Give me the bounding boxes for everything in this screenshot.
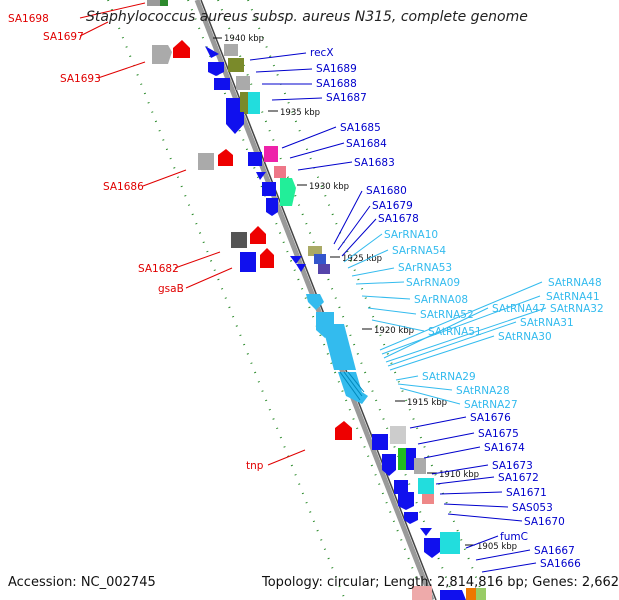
feature-sa1683[interactable] bbox=[256, 166, 286, 180]
feature-sa1688[interactable] bbox=[214, 76, 250, 90]
tick-1905: 1905 kbp bbox=[465, 542, 517, 552]
leader-lines-right-blue bbox=[249, 52, 537, 573]
label-satrna29[interactable]: SAtRNA29 bbox=[422, 371, 476, 383]
right-labels: recX SA1689 SA1688 SA1687 SA1685 SA1684 … bbox=[310, 47, 604, 570]
label-sarrna54[interactable]: SArRNA54 bbox=[392, 245, 446, 257]
label-gsab[interactable]: gsaB bbox=[158, 283, 184, 295]
feature-sa1683b[interactable] bbox=[262, 178, 296, 206]
label-fumc[interactable]: fumC bbox=[500, 531, 528, 543]
leader-lines-right-rna bbox=[343, 233, 547, 405]
feature-sa1682[interactable] bbox=[231, 226, 266, 248]
feature-fumc[interactable] bbox=[420, 528, 460, 558]
label-sa1697[interactable]: SA1697 bbox=[43, 31, 84, 43]
label-sa1684[interactable]: SA1684 bbox=[346, 138, 387, 150]
label-sa1687[interactable]: SA1687 bbox=[326, 92, 367, 104]
label-sa1679[interactable]: SA1679 bbox=[372, 200, 413, 212]
label-tnp[interactable]: tnp bbox=[246, 460, 264, 472]
label-satrna27[interactable]: SAtRNA27 bbox=[464, 399, 518, 411]
label-sa1670[interactable]: SA1670 bbox=[524, 516, 565, 528]
tick-label: 1925 kbp bbox=[342, 254, 382, 264]
feature-sa1676[interactable] bbox=[372, 426, 406, 450]
label-sa1678[interactable]: SA1678 bbox=[378, 213, 419, 225]
label-satrna28[interactable]: SAtRNA28 bbox=[456, 385, 510, 397]
label-satrna31[interactable]: SAtRNA31 bbox=[520, 317, 574, 329]
tick-label: 1915 kbp bbox=[407, 398, 447, 408]
tick-1915: 1915 kbp bbox=[395, 398, 447, 408]
feature-sa1687[interactable] bbox=[226, 92, 260, 114]
feature-sa1679-1678[interactable] bbox=[290, 246, 330, 274]
label-sa1686[interactable]: SA1686 bbox=[103, 181, 144, 193]
genome-map: 1940 kbp 1935 kbp 1930 kbp 1925 kbp 1920… bbox=[8, 0, 604, 600]
feature-sa1680[interactable] bbox=[266, 198, 278, 216]
feature-sa1698[interactable] bbox=[147, 0, 168, 6]
label-satrna47[interactable]: SAtRNA47 bbox=[492, 303, 546, 315]
map-title: Staphylococcus aureus subsp. aureus N315… bbox=[86, 9, 528, 25]
label-sa1685[interactable]: SA1685 bbox=[340, 122, 381, 134]
leader-lines-left bbox=[79, 2, 306, 466]
label-sa1666[interactable]: SA1666 bbox=[540, 558, 581, 570]
tick-1920: 1920 kbp bbox=[362, 326, 414, 336]
label-sa1688[interactable]: SA1688 bbox=[316, 78, 357, 90]
tick-label: 1935 kbp bbox=[280, 108, 320, 118]
feature-sa1693[interactable] bbox=[152, 40, 190, 64]
label-satrna32[interactable]: SAtRNA32 bbox=[550, 303, 604, 315]
tick-label: 1920 kbp bbox=[374, 326, 414, 336]
topology-text: Topology: circular; Length: 2,814,816 bp… bbox=[262, 575, 619, 590]
feature-sa1675-1673[interactable] bbox=[382, 448, 426, 476]
left-labels: SA1698 SA1697 SA1693 SA1686 SA1682 gsaB … bbox=[8, 13, 264, 472]
label-sa1693[interactable]: SA1693 bbox=[60, 73, 101, 85]
label-sa1673[interactable]: SA1673 bbox=[492, 460, 533, 472]
tick-1940: 1940 kbp bbox=[213, 34, 264, 44]
tick-label: 1940 kbp bbox=[224, 34, 264, 44]
tick-label: 1910 kbp bbox=[439, 470, 479, 480]
feature-gsab[interactable] bbox=[240, 248, 274, 272]
label-sa1672[interactable]: SA1672 bbox=[498, 472, 539, 484]
label-recx[interactable]: recX bbox=[310, 47, 334, 59]
label-sarrna10[interactable]: SArRNA10 bbox=[384, 229, 438, 241]
label-sa1676[interactable]: SA1676 bbox=[470, 412, 511, 424]
label-satrna30[interactable]: SAtRNA30 bbox=[498, 331, 552, 343]
tick-1935: 1935 kbp bbox=[268, 108, 320, 118]
feature-recx[interactable] bbox=[205, 44, 238, 58]
label-sa1674[interactable]: SA1674 bbox=[484, 442, 525, 454]
tick-1930: 1930 kbp bbox=[297, 182, 349, 192]
label-sa1683[interactable]: SA1683 bbox=[354, 157, 395, 169]
label-satrna48[interactable]: SAtRNA48 bbox=[548, 277, 602, 289]
label-sa1680[interactable]: SA1680 bbox=[366, 185, 407, 197]
label-satrna51[interactable]: SAtRNA51 bbox=[428, 326, 482, 338]
label-satrna41[interactable]: SAtRNA41 bbox=[546, 291, 600, 303]
label-sa1698[interactable]: SA1698 bbox=[8, 13, 49, 25]
label-sas053[interactable]: SAS053 bbox=[512, 502, 553, 514]
label-sarrna09[interactable]: SArRNA09 bbox=[406, 277, 460, 289]
tick-1925: 1925 kbp bbox=[330, 254, 382, 264]
feature-sa1686[interactable] bbox=[198, 149, 233, 170]
label-sa1675[interactable]: SA1675 bbox=[478, 428, 519, 440]
feature-sa1685[interactable] bbox=[226, 112, 244, 134]
label-sa1689[interactable]: SA1689 bbox=[316, 63, 357, 75]
tick-label: 1930 kbp bbox=[309, 182, 349, 192]
label-sarrna08[interactable]: SArRNA08 bbox=[414, 294, 468, 306]
feature-rrna-operon[interactable] bbox=[306, 294, 368, 404]
label-sa1682[interactable]: SA1682 bbox=[138, 263, 179, 275]
label-sarrna53[interactable]: SArRNA53 bbox=[398, 262, 452, 274]
label-satrna52[interactable]: SAtRNA52 bbox=[420, 309, 474, 321]
feature-sa1689[interactable] bbox=[208, 58, 244, 76]
accession-text: Accession: NC_002745 bbox=[8, 575, 156, 590]
tick-label: 1905 kbp bbox=[477, 542, 517, 552]
feature-sa1667[interactable] bbox=[412, 586, 486, 600]
feature-sa1684[interactable] bbox=[248, 146, 278, 166]
label-sa1671[interactable]: SA1671 bbox=[506, 487, 547, 499]
feature-sa1672-1670[interactable] bbox=[394, 478, 434, 524]
label-sa1667[interactable]: SA1667 bbox=[534, 545, 575, 557]
feature-tnp[interactable] bbox=[335, 421, 352, 440]
